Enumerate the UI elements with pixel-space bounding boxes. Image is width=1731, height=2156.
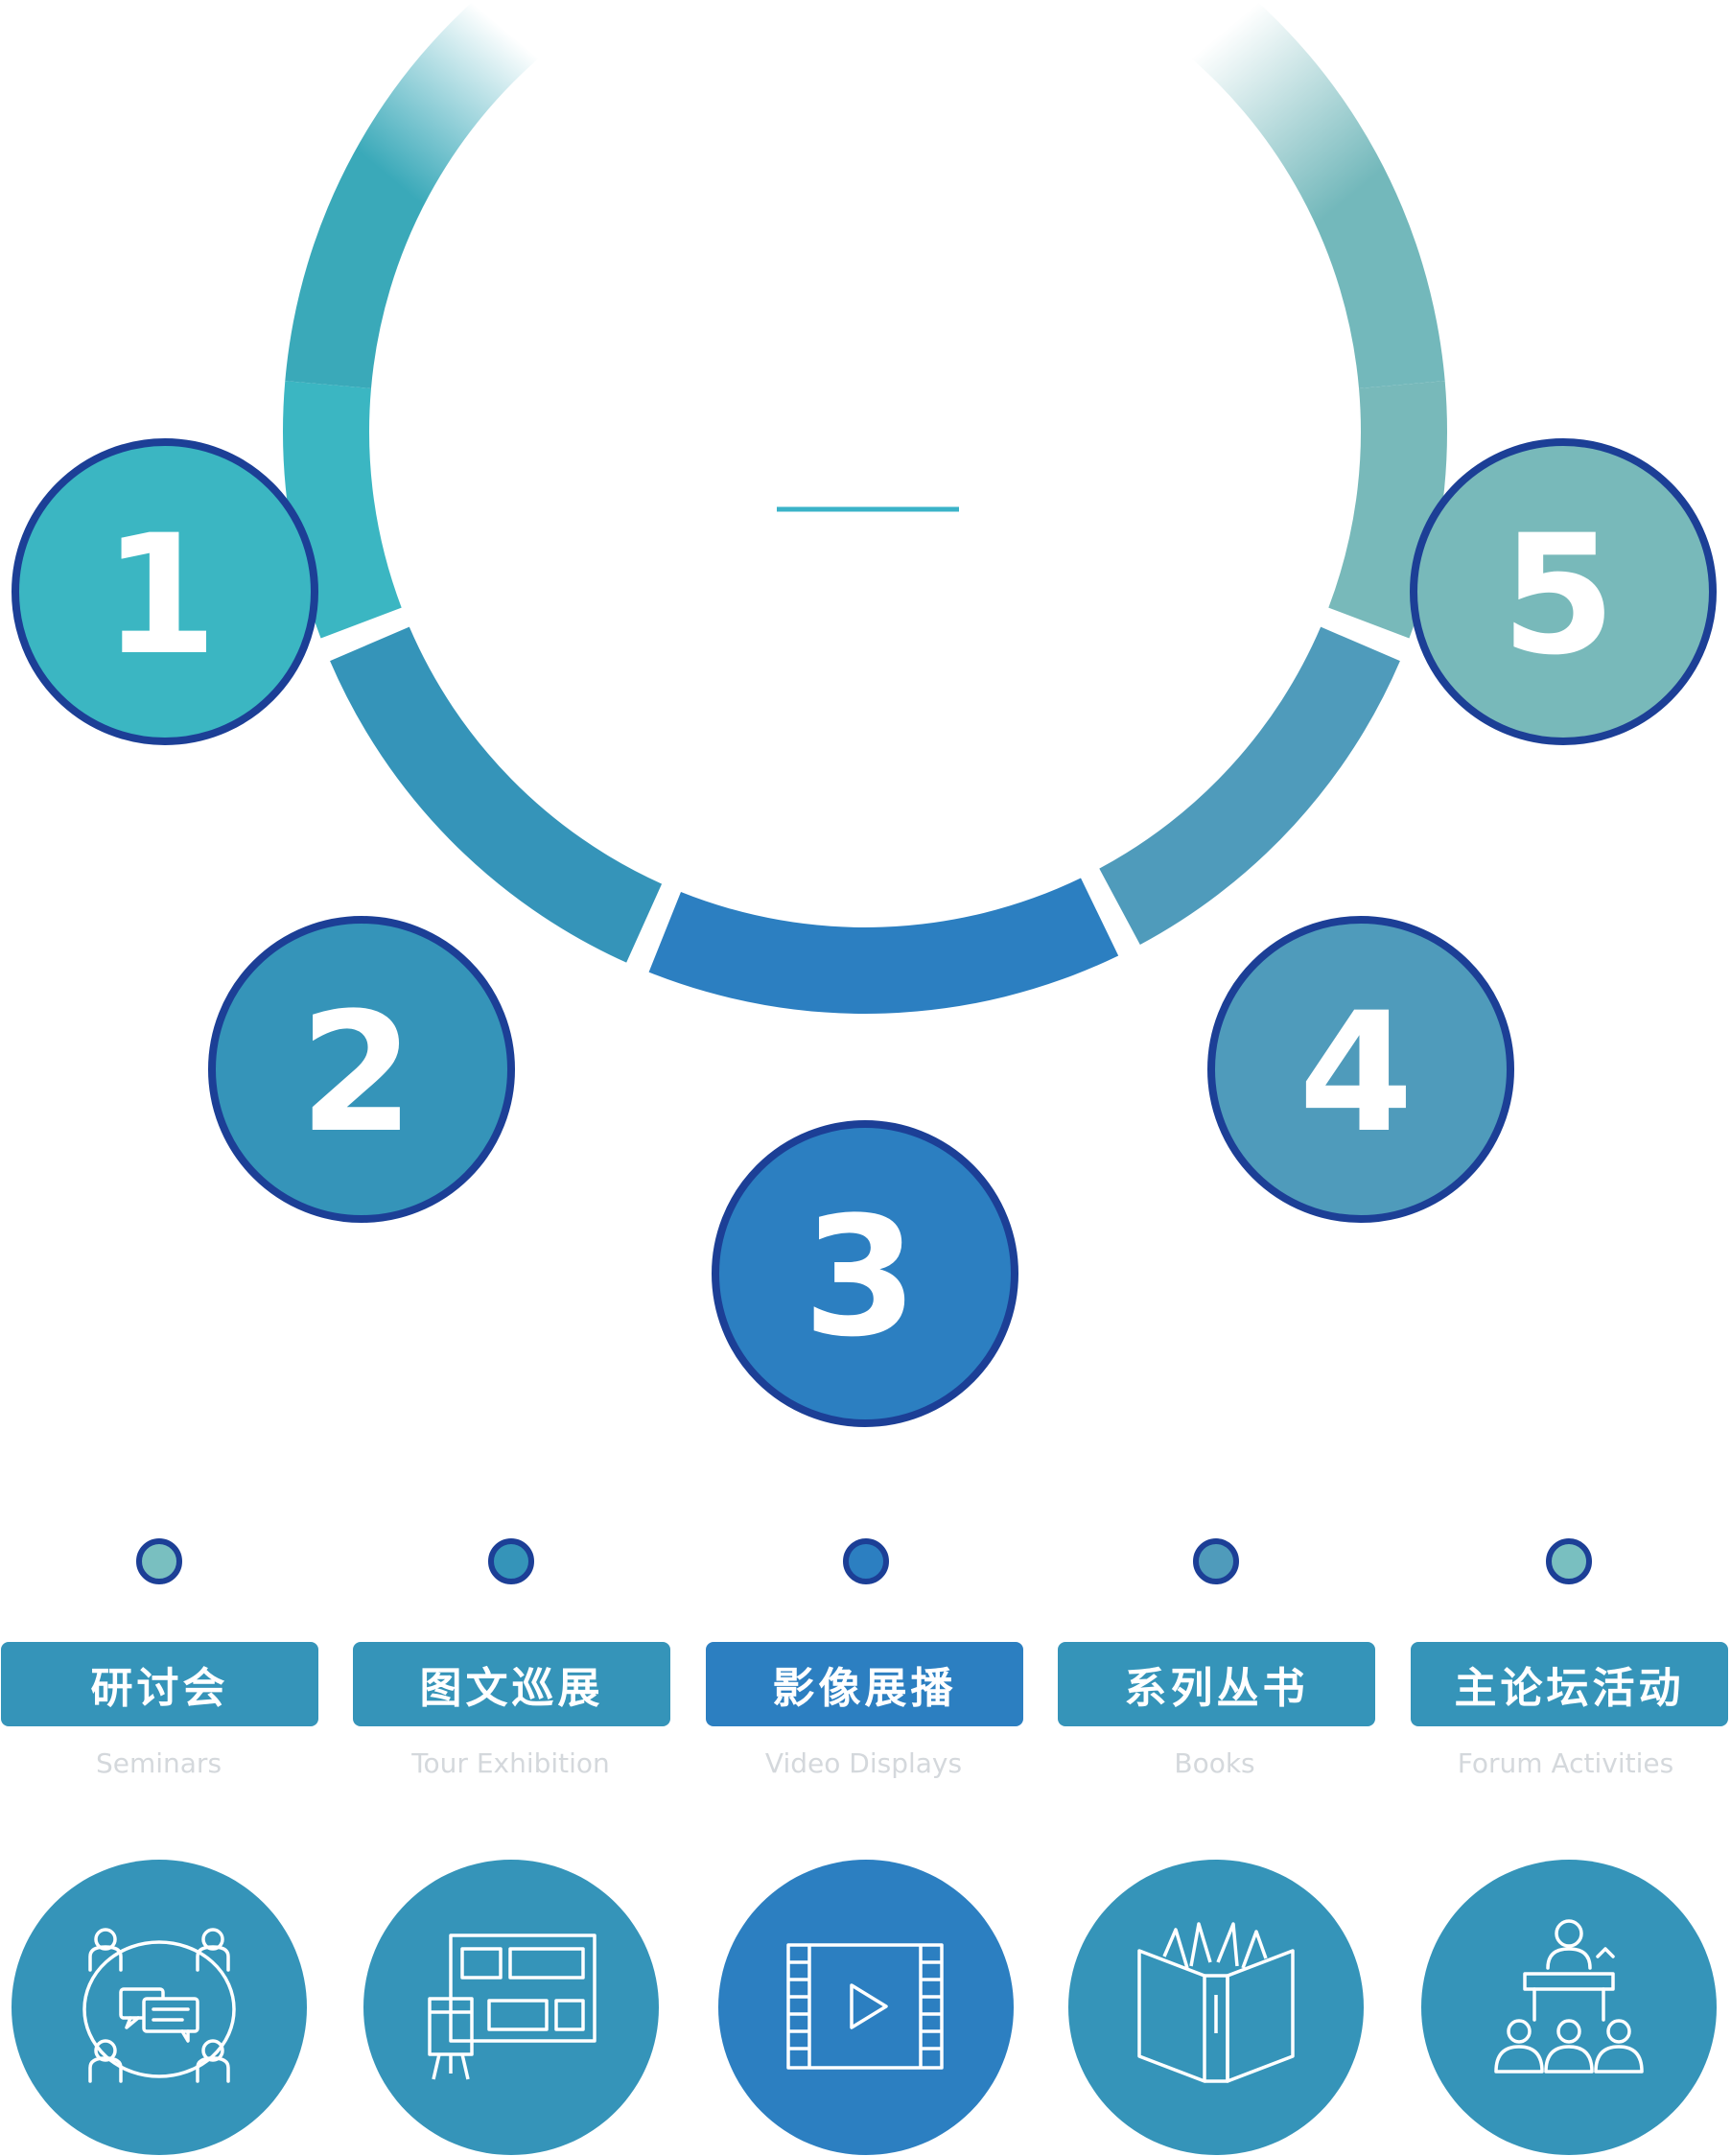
step-circles: 1 2 3 4 5	[12, 438, 1717, 1427]
marker-dot-2	[488, 1538, 534, 1584]
label-box-tour-exhibition[interactable]: 图文巡展	[353, 1642, 670, 1726]
label-subtitle-3: Video Displays	[764, 1747, 963, 1779]
label-subtitle-5: Forum Activities	[1457, 1747, 1674, 1779]
label-box-video-displays[interactable]: 影像展播	[706, 1642, 1023, 1726]
label-title-2: 图文巡展	[419, 1664, 604, 1713]
step-circle-2[interactable]: 2	[208, 916, 515, 1223]
label-title-3: 影像展播	[772, 1664, 957, 1713]
step-number-5: 5	[1501, 499, 1616, 691]
seminar-people-chat-icon	[82, 1928, 236, 2083]
icon-circle-2[interactable]	[363, 1860, 659, 2155]
arc-segment-2	[330, 626, 663, 963]
marker-dot-4	[1193, 1538, 1239, 1584]
label-subtitle-1: Seminars	[95, 1747, 222, 1779]
step-number-1: 1	[103, 499, 218, 691]
icon-circle-4[interactable]	[1068, 1860, 1364, 2155]
label-subtitle-2: Tour Exhibition	[411, 1747, 610, 1779]
step-circle-1[interactable]: 1	[12, 438, 318, 745]
icon-circle-3[interactable]	[718, 1860, 1014, 2155]
icon-circle-5[interactable]	[1421, 1860, 1717, 2155]
marker-dot-3	[843, 1538, 889, 1584]
label-box-forum-activities[interactable]: 主论坛活动	[1411, 1642, 1728, 1726]
arc-segment-3	[648, 878, 1119, 1014]
arc-segment-4	[1099, 626, 1400, 945]
marker-dots	[136, 1538, 1592, 1584]
arc-fade-right	[1170, 0, 1445, 388]
label-box-books[interactable]: 系列丛书	[1058, 1642, 1375, 1726]
step-number-2: 2	[299, 976, 414, 1169]
film-play-icon	[786, 1943, 944, 2070]
icon-circle-1[interactable]	[12, 1860, 307, 2155]
podium-audience-icon	[1494, 1919, 1644, 2074]
label-subtitle-4: Books	[1174, 1747, 1255, 1779]
step-circle-3[interactable]: 3	[712, 1120, 1018, 1427]
exhibition-board-icon	[428, 1933, 596, 2080]
label-title-5: 主论坛活动	[1454, 1664, 1685, 1713]
label-box-seminars[interactable]: 研讨会	[1, 1642, 318, 1726]
label-title-1: 研讨会	[90, 1664, 229, 1713]
marker-dot-1	[136, 1538, 182, 1584]
label-title-4: 系列丛书	[1124, 1664, 1309, 1713]
arc-fade-left	[285, 0, 560, 388]
step-number-3: 3	[803, 1181, 918, 1373]
open-book-icon	[1137, 1922, 1295, 2083]
step-circle-4[interactable]: 4	[1207, 916, 1514, 1223]
marker-dot-5	[1546, 1538, 1592, 1584]
step-circle-5[interactable]: 5	[1410, 438, 1717, 745]
step-number-4: 4	[1298, 976, 1414, 1169]
